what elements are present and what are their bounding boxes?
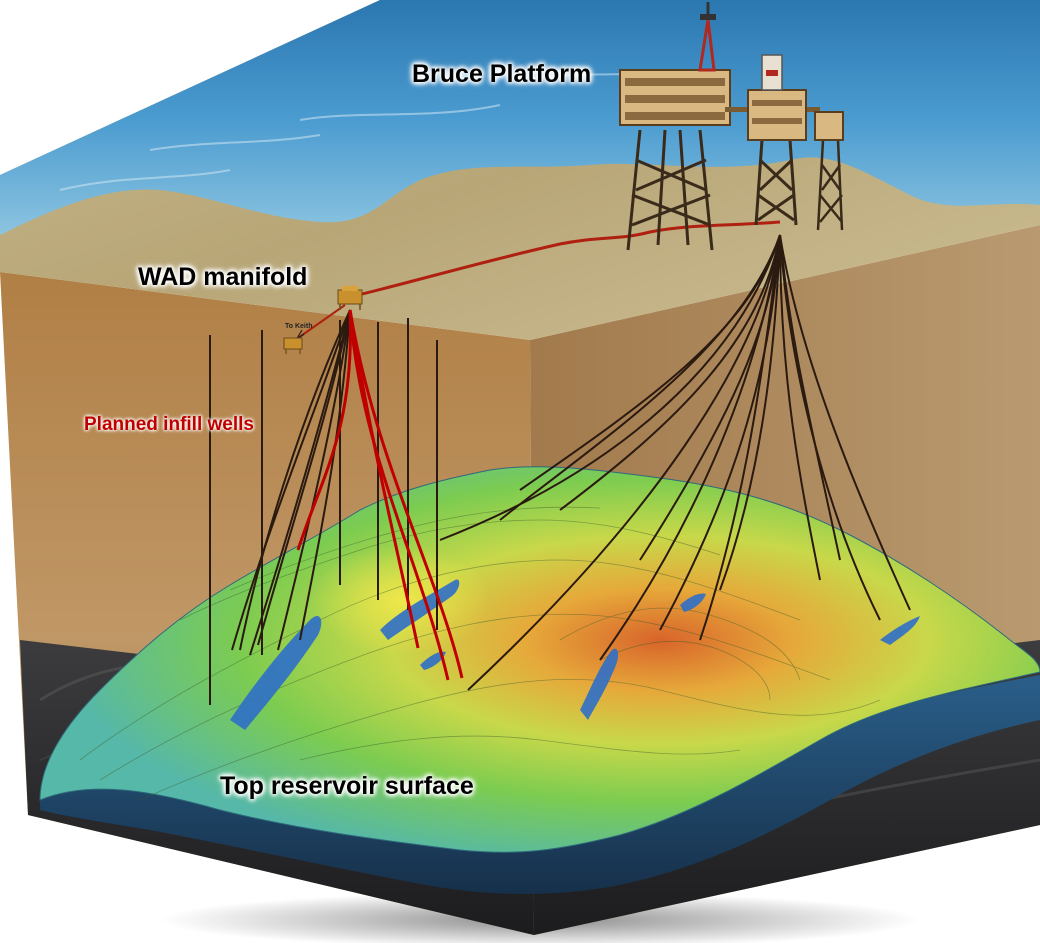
infill-label: Planned infill wells: [84, 414, 254, 435]
to-keith-label: To Keith: [285, 323, 312, 330]
water-bodies: [230, 579, 920, 730]
reservoir-label: Top reservoir surface: [220, 772, 474, 800]
pipeline-to-keith: [297, 304, 346, 339]
planned-infill-wells: [296, 309, 464, 681]
offshore-platform-icon: [619, 2, 844, 251]
platform-label: Bruce Platform: [412, 60, 592, 88]
reservoir-surface: [39, 466, 1040, 895]
manifold-label: WAD manifold: [138, 263, 308, 291]
keith-manifold-icon: [283, 337, 303, 354]
subsea-manifold-icon: [337, 286, 363, 310]
reservoir-top: [39, 466, 1040, 853]
existing-wells: [209, 234, 911, 705]
reservoir-cliff: [40, 675, 1040, 895]
